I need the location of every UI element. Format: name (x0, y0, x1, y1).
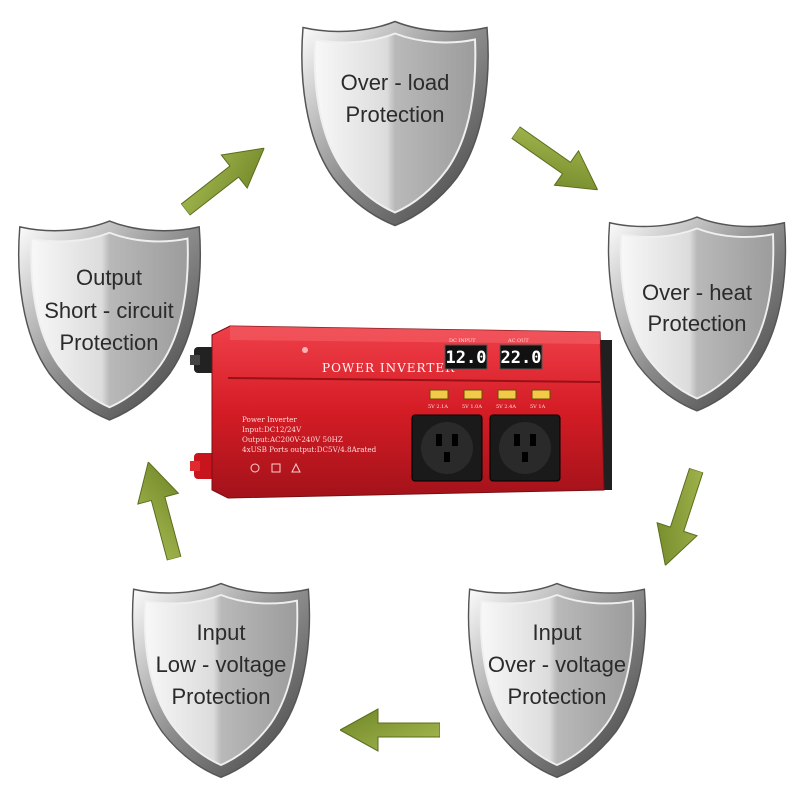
shield-overheat: Over - heat Protection (607, 216, 787, 412)
info-line-1: Power Inverter (242, 415, 297, 424)
input-over-voltage-line3: Protection (507, 684, 606, 709)
shield-output-short-circuit: Output Short - circuit Protection (17, 220, 202, 421)
input-low-voltage-line3: Protection (171, 684, 270, 709)
power-inverter: POWER INVERTER DC INPUT 12.0 AC OUT 22.0… (190, 325, 612, 499)
info-line-2: Input:DC12/24V (242, 425, 302, 434)
arrow-right (644, 463, 717, 573)
red-terminal (194, 453, 216, 479)
black-terminal (194, 347, 216, 373)
dc-input-label: DC INPUT (449, 338, 476, 344)
arrow-left (127, 456, 195, 565)
ac-socket-1 (411, 414, 483, 482)
ac-out-label: AC OUT (507, 338, 529, 344)
arrow-top-right (503, 114, 611, 208)
overload-line1: Over - load (341, 70, 450, 95)
arrow-bottom (340, 708, 440, 752)
shield-overload: Over - load Protection (300, 20, 490, 227)
ac-display (499, 344, 543, 370)
usb-ports: 5V 2.1A 5V 1.0A 5V 2.4A 5V 1A (428, 389, 551, 410)
usb-label-3: 5V 2.4A (496, 404, 516, 410)
brand-label: POWER INVERTER (322, 361, 455, 375)
dc-display (444, 344, 488, 370)
input-over-voltage-line1: Input (533, 620, 582, 645)
arrow-top-left (171, 131, 278, 227)
overheat-line2: Protection (647, 311, 746, 336)
indicator-led (302, 347, 308, 353)
output-short-circuit-line2: Short - circuit (44, 298, 174, 323)
overheat-line1: Over - heat (642, 280, 752, 305)
overload-line2: Protection (345, 102, 444, 127)
usb-label-4: 5V 1A (530, 404, 546, 410)
ac-display-value: 22.0 (501, 348, 542, 368)
input-low-voltage-line1: Input (197, 620, 246, 645)
ac-socket-2 (489, 414, 561, 482)
shield-input-low-voltage: Input Low - voltage Protection (131, 582, 311, 779)
output-short-circuit-line3: Protection (59, 330, 158, 355)
output-short-circuit-line1: Output (76, 265, 142, 290)
shield-input-over-voltage: Input Over - voltage Protection (467, 582, 647, 779)
input-low-voltage-line2: Low - voltage (156, 652, 287, 677)
usb-label-2: 5V 1.0A (462, 404, 482, 410)
certification-icons (250, 462, 301, 473)
input-over-voltage-line2: Over - voltage (488, 652, 626, 677)
info-line-3: Output:AC200V-240V 50HZ (242, 435, 343, 444)
dc-display-value: 12.0 (446, 348, 487, 368)
info-line-4: 4xUSB Ports output:DC5V/4.8Arated (242, 445, 377, 454)
usb-label-1: 5V 2.1A (428, 404, 448, 410)
